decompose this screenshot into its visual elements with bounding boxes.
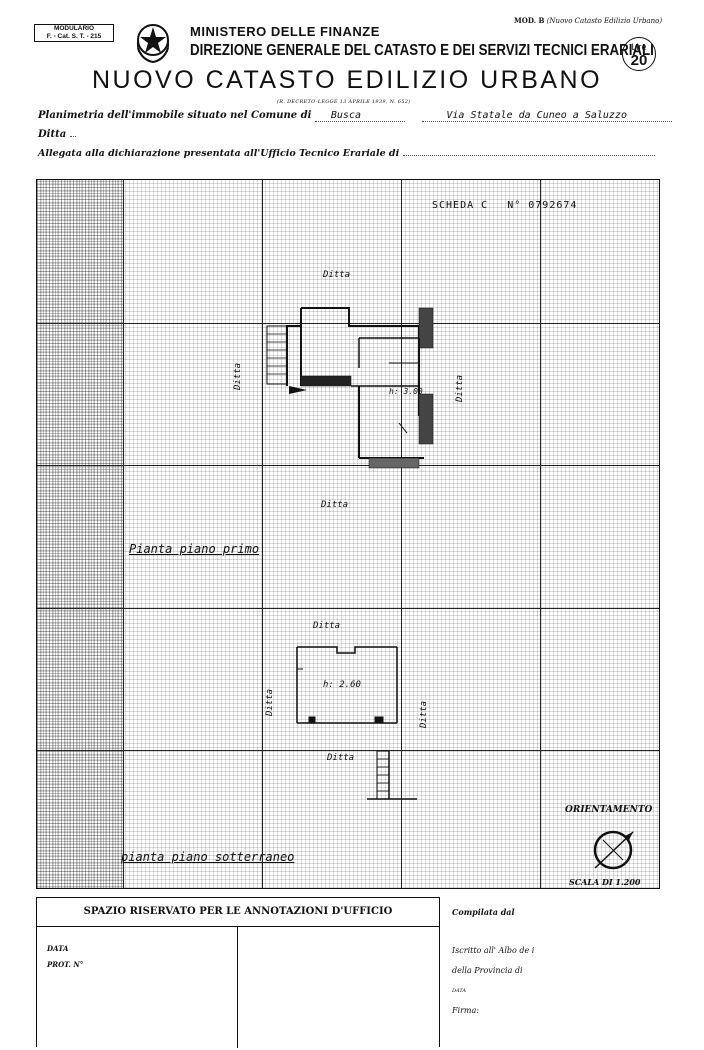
comune-value: Busca [330, 110, 361, 121]
ditta-label-south: Ditta [321, 500, 349, 510]
modulario-code: F. - Cat. S. T. - 215 [46, 33, 102, 40]
north-arrow-icon [593, 830, 634, 870]
ditta-label-basement-east: Ditta [419, 700, 429, 728]
ditta-label-basement-west: Ditta [265, 688, 275, 716]
height-label-basement: h: 2.60 [323, 680, 361, 690]
grid-line [37, 608, 659, 609]
plan-left-margin [37, 180, 123, 888]
model-label: MOD. B (Nuovo Catasto Edilizio Urbano) [514, 16, 662, 25]
allegata-field: Allegata alla dichiarazione presentata a… [38, 148, 655, 159]
orientation-label: ORIENTAMENTO [565, 805, 653, 815]
lire-label: Lire [631, 42, 647, 52]
directorate-name: DIREZIONE GENERALE DEL CATASTO E DEI SER… [190, 42, 654, 59]
first-floor-plan [266, 307, 434, 469]
ministry-name: MINISTERO DELLE FINANZE [190, 24, 380, 39]
scheda-number: SCHEDA C N° 0792674 [432, 200, 577, 211]
italian-emblem-icon [136, 24, 170, 64]
planimetria-field: Planimetria dell'immobile situato nel Co… [38, 110, 673, 122]
lire-value: 20 [630, 52, 648, 69]
basement-plan [296, 646, 417, 800]
modulario-label: MODULARIO [53, 25, 95, 32]
caption-first-floor: Pianta piano primo [129, 542, 260, 556]
ditta-label-north: Ditta [323, 270, 351, 280]
grid-line [123, 180, 124, 888]
signature-date-label: DATA [452, 988, 467, 994]
grid-line [262, 180, 263, 888]
ditta-label-west: Ditta [233, 362, 243, 390]
height-label-first-floor: h: 3.00 [389, 387, 423, 396]
planimetria-label: Planimetria dell'immobile situato nel Co… [38, 110, 312, 121]
grid-line [401, 180, 402, 888]
floor-plan-sheet: SCHEDA C N° 0792674 h: 3.00 Ditta Ditta … [36, 179, 660, 889]
office-data-label: DATA [47, 944, 69, 953]
scale-label: SCALA DI 1.200 [569, 877, 641, 887]
scheda-numero: N° 0792674 [507, 200, 578, 211]
decree-reference: (R. DECRETO-LEGGE 13 APRILE 1939, N. 652… [277, 99, 411, 105]
caption-basement: pianta piano sotterraneo [121, 850, 295, 864]
address-value: Via Statale da Cuneo a Saluzzo [446, 110, 627, 121]
firma-label: Firma: [452, 1006, 479, 1015]
scheda-label: SCHEDA C [432, 200, 489, 211]
grid-line [37, 750, 659, 751]
office-divider [237, 926, 238, 1048]
office-annotations-heading: SPAZIO RISERVATO PER LE ANNOTAZIONI D'UF… [37, 898, 439, 927]
model-code: MOD. B [514, 16, 545, 25]
allegata-label: Allegata alla dichiarazione presentata a… [38, 148, 400, 159]
grid-line [540, 180, 541, 888]
lire-stamp: Lire 20 [622, 37, 656, 71]
provincia-label: della Provincia di [452, 966, 523, 975]
compilata-label: Compilata dal [452, 907, 515, 917]
ditta-label-east: Ditta [455, 374, 465, 402]
model-description: (Nuovo Catasto Edilizio Urbano) [546, 17, 663, 25]
modulario-box: MODULARIO F. - Cat. S. T. - 215 [34, 24, 114, 42]
office-annotations-box: SPAZIO RISERVATO PER LE ANNOTAZIONI D'UF… [36, 897, 440, 1048]
ditta-label: Ditta [38, 129, 67, 140]
iscritto-label: Iscritto all' Albo de i [452, 946, 535, 955]
ditta-label-basement-north: Ditta [313, 621, 341, 631]
grid-line [37, 465, 659, 466]
ditta-label-basement-south: Ditta [327, 753, 355, 763]
office-prot-label: PROT. N° [47, 960, 84, 969]
document-title: NUOVO CATASTO EDILIZIO URBANO [92, 66, 603, 94]
ditta-field: Ditta [38, 129, 76, 140]
